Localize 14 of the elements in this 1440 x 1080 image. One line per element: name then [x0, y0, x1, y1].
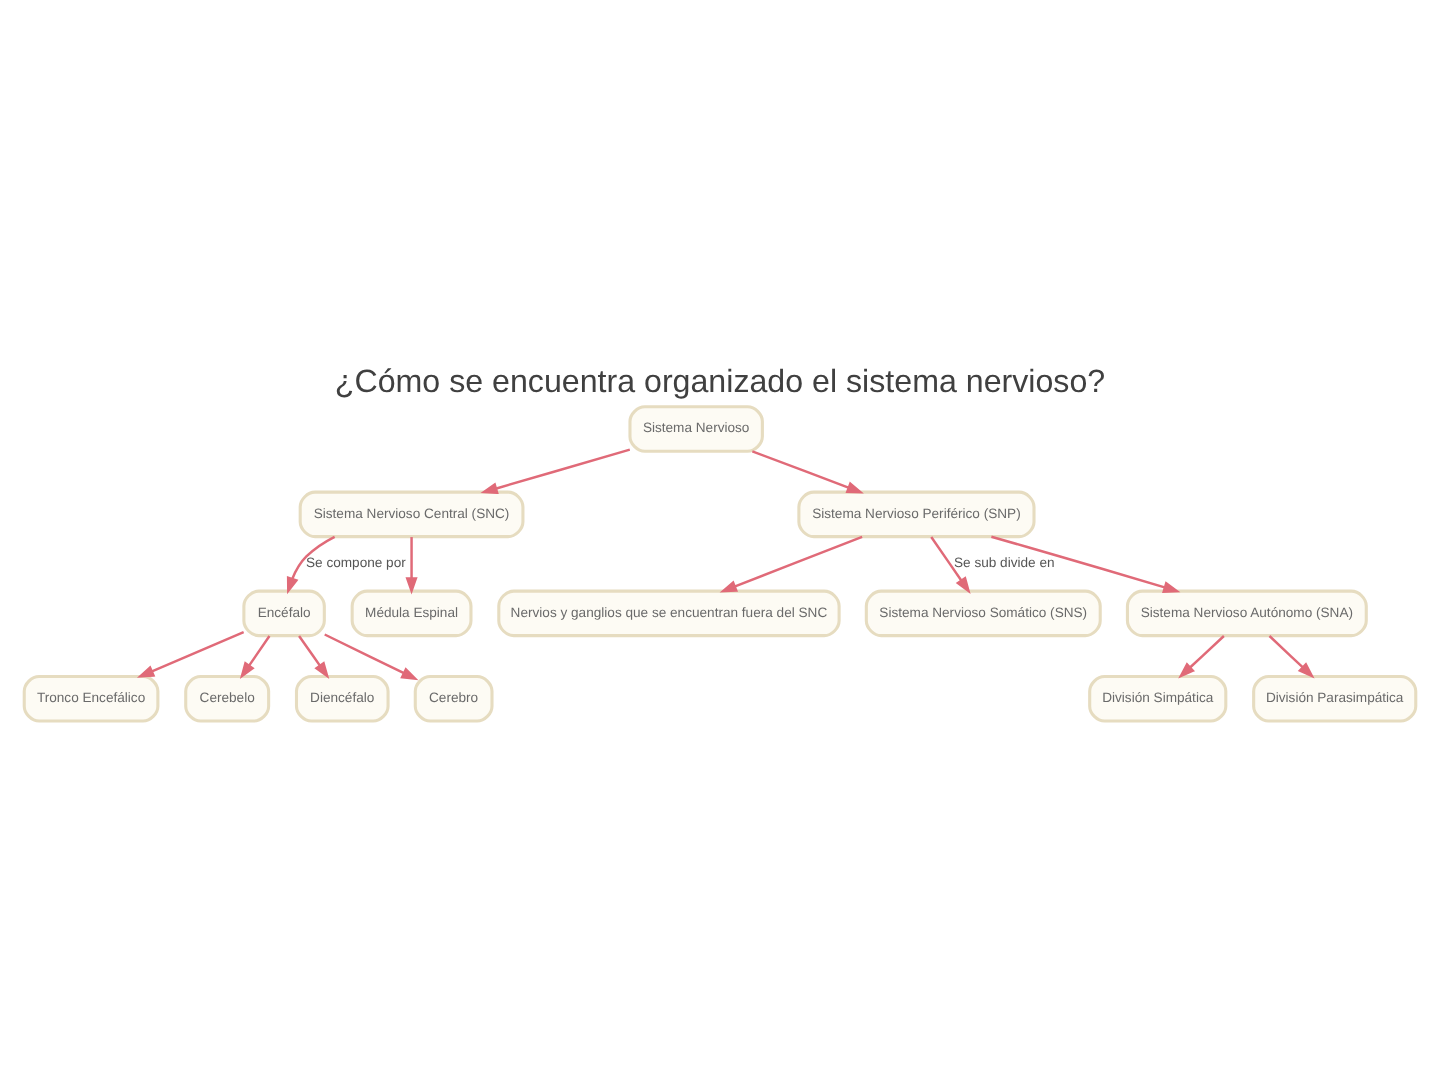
arrow [1178, 634, 1225, 678]
arrow [991, 534, 1181, 592]
arrow [1268, 634, 1315, 678]
arrow [751, 449, 864, 493]
arrow [719, 534, 863, 592]
arrow [136, 629, 245, 677]
arrow [286, 534, 336, 594]
arrow [298, 634, 330, 679]
arrow [405, 536, 418, 594]
arrow [930, 535, 971, 593]
diagram-title: ¿Cómo se encuentra organizado el sistema nervioso? [334, 362, 1106, 399]
arrow [480, 447, 631, 494]
arrow [239, 634, 271, 679]
arrow [324, 632, 419, 680]
